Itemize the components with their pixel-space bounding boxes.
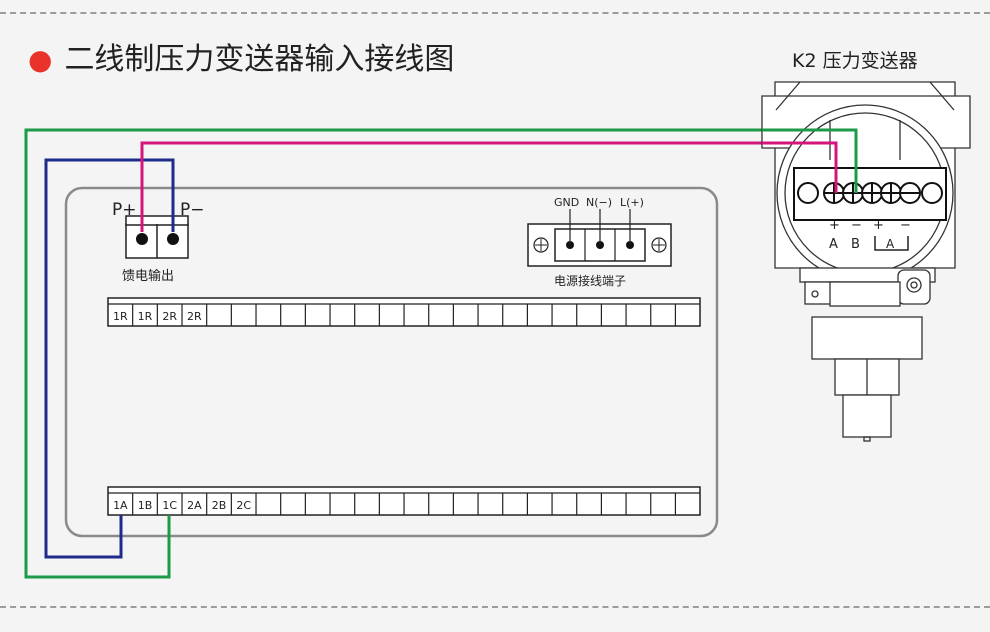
bottom-terminal-strip: 1A 1B 1C 2A 2B 2C [107, 486, 701, 516]
page-title: ● 二线制压力变送器输入接线图 [28, 34, 454, 78]
power-block-caption: 电源接线端子 [554, 274, 627, 288]
controller-housing [64, 186, 719, 538]
bottom-terminal-label: 1B [138, 499, 153, 512]
top-terminal-label: 1R [138, 310, 153, 323]
top-terminal-label: 1R [113, 310, 128, 323]
power-gnd-label: GND [554, 196, 580, 209]
transmitter-sign-4: − [900, 218, 911, 233]
terminal-a-bracket [874, 236, 909, 251]
bottom-terminal-label: 1A [113, 499, 128, 512]
feed-neg-label: P− [180, 200, 205, 220]
transmitter-letter-a2: A [886, 237, 895, 251]
power-terminal-block [527, 209, 672, 267]
wire-magenta [140, 141, 762, 232]
power-l-label: L(+) [620, 196, 644, 209]
transmitter-terminal-block [793, 167, 947, 221]
transmitter-label: K2 压力变送器 [792, 50, 918, 72]
feed-output-connector [125, 215, 189, 259]
bottom-terminal-label: 2C [236, 499, 251, 512]
transmitter-letter-a: A [829, 237, 838, 252]
transmitter-sign-2: − [851, 218, 862, 233]
bullet-icon: ● [28, 43, 53, 76]
wire-green-transmitter [762, 128, 858, 193]
top-dashed-divider [0, 12, 990, 14]
wire-blue [44, 158, 175, 559]
feed-pos-label: P+ [112, 200, 137, 220]
page-title-text: 二线制压力变送器输入接线图 [64, 42, 455, 77]
pressure-transmitter [761, 81, 971, 442]
top-terminal-strip: 1R 1R 2R 2R [107, 297, 701, 327]
transmitter-sign-3: + [873, 218, 884, 233]
bottom-terminal-label: 2A [187, 499, 202, 512]
transmitter-sign-1: + [829, 218, 840, 233]
feed-output-caption: 馈电输出 [122, 269, 175, 284]
transmitter-letter-b: B [851, 237, 860, 252]
wire-green [24, 128, 762, 579]
power-n-label: N(−) [586, 196, 613, 209]
bottom-terminal-label: 1C [162, 499, 177, 512]
top-terminal-label: 2R [162, 310, 177, 323]
bottom-dashed-divider [0, 606, 990, 608]
wire-magenta-transmitter [762, 141, 838, 193]
bottom-terminal-label: 2B [212, 499, 227, 512]
top-terminal-label: 2R [187, 310, 202, 323]
